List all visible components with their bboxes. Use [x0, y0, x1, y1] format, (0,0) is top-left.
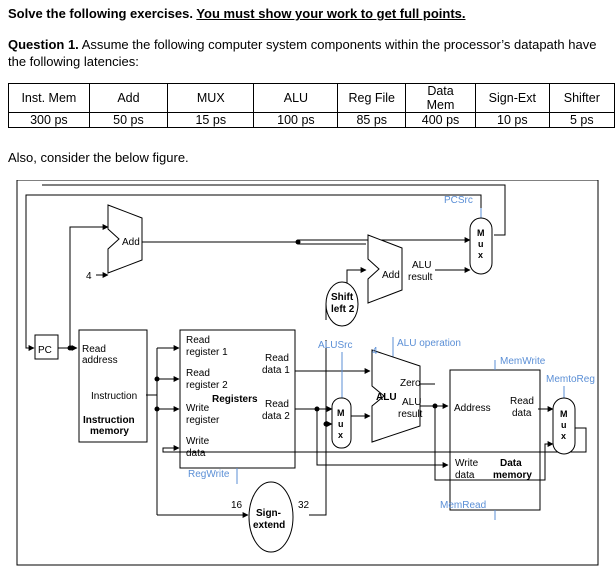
memtoreg-mux-letter-x: x [561, 431, 566, 441]
figure-intro-text: Also, consider the below figure. [8, 150, 189, 165]
reg-read2-label-a: Read [186, 368, 210, 379]
header-cell-shifter: Shifter [548, 83, 615, 113]
shift-label-bottom: left 2 [331, 304, 355, 315]
alusrc-mux [331, 397, 352, 449]
sign-extend-input-width: 16 [231, 500, 243, 511]
reg-rd2-label-a: Read [265, 399, 289, 410]
imem-instruction-label: Instruction [91, 391, 137, 402]
header-cell-add: Add [88, 83, 169, 113]
reg-read1-label-b: register 1 [186, 347, 228, 358]
reg-read1-label-a: Read [186, 335, 210, 346]
dmem-write-label-a: Write [455, 458, 479, 469]
alu-result-label-b: result [398, 409, 423, 420]
question-text: Question 1. Assume the following compute… [8, 36, 608, 70]
question-body: Assume the following computer system com… [8, 37, 597, 69]
reg-rd2-label-b: data 2 [262, 411, 290, 422]
shift-label-top: Shift [331, 292, 354, 303]
pc-mux [469, 217, 493, 275]
header-cell-data-mem: Data Mem [405, 83, 476, 113]
header-cell-alu: ALU [253, 83, 339, 113]
value-cell-alu: 100 ps [253, 112, 339, 128]
pc-label: PC [38, 345, 52, 356]
sign-extend-output-width: 32 [298, 500, 310, 511]
header-cell-mux: MUX [167, 83, 255, 113]
datapath-figure: PCSrc PC Add 4 Add ALU result Shift left… [16, 180, 599, 566]
pcsrc-label: PCSrc [444, 195, 473, 206]
shift-left-2 [325, 281, 359, 327]
memread-label: MemRead [440, 500, 486, 511]
pc-mux-letter-m: M [477, 228, 485, 238]
value-cell-add: 50 ps [88, 112, 169, 128]
value-cell-shifter: 5 ps [548, 112, 615, 128]
dmem-title-line1: Data [500, 458, 522, 469]
instructions-prefix: Solve the following exercises. [8, 6, 197, 21]
junction-dots [67, 239, 438, 427]
branch-adder-label: Add [382, 270, 400, 281]
control-lines [236, 208, 565, 520]
reg-write-label-b: register [186, 415, 220, 426]
value-cell-data-mem: 400 ps [405, 112, 476, 128]
memtoreg-mux [552, 397, 576, 455]
reg-read2-label-b: register 2 [186, 380, 228, 391]
reg-writedata-label-b: data [186, 448, 206, 459]
imem-title-line2: memory [90, 426, 129, 437]
sign-extend [248, 481, 294, 553]
latency-value-row: 300 ps 50 ps 15 ps 100 ps 85 ps 400 ps 1… [8, 112, 615, 128]
alusrc-mux-letter-u: u [338, 419, 344, 429]
question-label: Question 1. [8, 37, 79, 52]
pc-mux-letter-u: u [478, 239, 484, 249]
memtoreg-mux-letter-m: M [560, 409, 568, 419]
alusrc-mux-letter-m: M [337, 408, 345, 418]
sign-extend-label-a: Sign- [256, 508, 281, 519]
alu-zero-label: Zero [400, 378, 421, 389]
regwrite-label: RegWrite [188, 469, 230, 480]
dmem-read-label-a: Read [510, 396, 534, 407]
constant-four-label: 4 [86, 271, 92, 282]
memwrite-label: MemWrite [500, 356, 546, 367]
dmem-title-line2: memory [493, 470, 532, 481]
imem-address-label: address [82, 355, 118, 366]
value-cell-mux: 15 ps [167, 112, 255, 128]
alusrc-label: ALUSrc [318, 340, 352, 351]
header-cell-inst-mem: Inst. Mem [8, 83, 90, 113]
latency-header-row: Inst. Mem Add MUX ALU Reg File Data Mem … [8, 83, 615, 113]
pc-adder-label: Add [122, 237, 140, 248]
alu-operation-label: ALU operation [397, 338, 461, 349]
imem-title-line1: Instruction [83, 415, 135, 426]
pc-mux-letter-x: x [478, 250, 483, 260]
reg-write-label-a: Write [186, 403, 210, 414]
dmem-write-label-b: data [455, 470, 475, 481]
alu-result-label-a: ALU [402, 397, 421, 408]
registers-title: Registers [212, 394, 258, 405]
branch-adder [367, 234, 403, 304]
mux-labels: M u x M u x M u x [337, 228, 568, 441]
memtoreg-label: MemtoReg [546, 374, 595, 385]
value-cell-sign-ext: 10 ps [474, 112, 550, 128]
alu-op-width-label: 4 [372, 346, 378, 357]
value-cell-inst-mem: 300 ps [8, 112, 90, 128]
header-cell-reg-file: Reg File [337, 83, 407, 113]
pc-adder [107, 204, 143, 274]
reg-rd1-label-a: Read [265, 353, 289, 364]
instructions-emphasis: You must show your work to get full poin… [196, 6, 466, 21]
instructions-line: Solve the following exercises. You must … [8, 6, 466, 21]
memtoreg-mux-letter-u: u [561, 420, 567, 430]
header-cell-sign-ext: Sign-Ext [474, 83, 550, 113]
reg-writedata-label-a: Write [186, 436, 210, 447]
branch-adder-result-bottom: result [408, 272, 433, 283]
sign-extend-label-b: extend [253, 520, 285, 531]
dmem-address-label: Address [454, 403, 491, 414]
alu-label: ALU [376, 392, 397, 403]
alu [371, 349, 421, 443]
value-cell-reg-file: 85 ps [337, 112, 407, 128]
latency-table: Inst. Mem Add MUX ALU Reg File Data Mem … [8, 83, 615, 128]
branch-adder-result-top: ALU [412, 260, 431, 271]
imem-read-label: Read [82, 344, 106, 355]
dmem-read-label-b: data [512, 408, 532, 419]
reg-rd1-label-b: data 1 [262, 365, 290, 376]
alusrc-mux-letter-x: x [338, 430, 343, 440]
